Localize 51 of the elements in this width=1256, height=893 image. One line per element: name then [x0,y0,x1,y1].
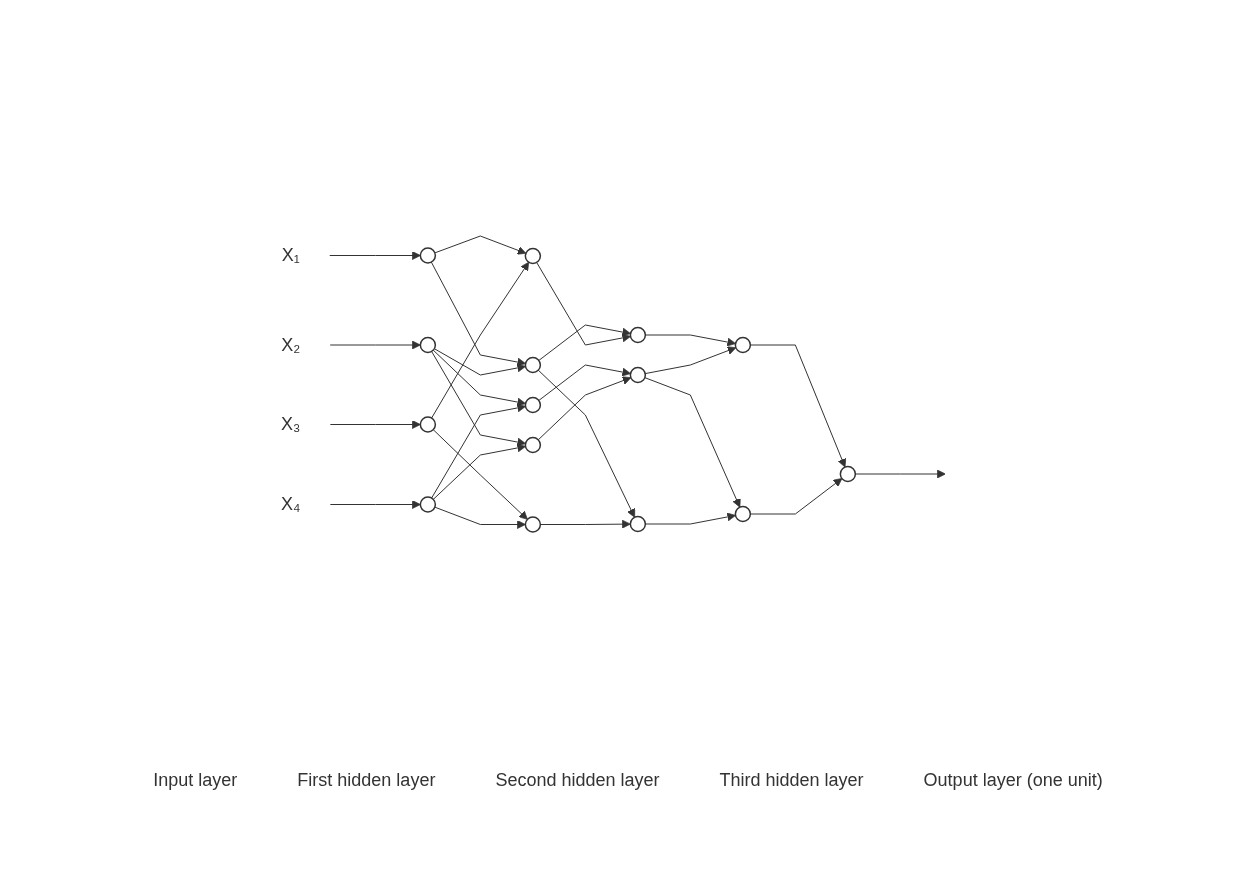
arrow [329,500,421,509]
node-circle [524,436,541,454]
layer-label: Second hidden layer [495,770,660,791]
layer-label: First hidden layer [297,770,436,791]
node-circle [524,516,541,533]
arrow [329,251,421,260]
node-circle [419,247,436,264]
arrow [430,351,526,447]
arrow [749,478,843,515]
node-text: X₁ [281,245,300,265]
node-circle [734,336,751,354]
layer-label: Input layer [153,770,238,791]
node-circle [629,366,646,384]
arrow [644,346,737,375]
node-circle [629,515,646,533]
arrow [434,235,527,255]
arrow [434,506,526,529]
arrow [430,403,526,499]
arrow [644,377,741,508]
arrow [854,469,946,479]
node-circle [419,496,436,513]
node-circle [524,396,541,414]
node-text: X₃ [280,414,301,434]
arrow [538,324,631,361]
arrow [433,348,526,376]
node-circle [524,247,541,265]
arrow [644,512,736,525]
node-circle [734,505,751,523]
arrow [539,519,631,529]
node-circle [419,336,436,354]
arrow [432,429,528,520]
arrow [749,344,846,468]
layer-label: Third hidden layer [719,770,864,791]
arrow [644,334,736,347]
arrow [430,261,526,367]
arrow [432,349,526,407]
arrow [430,261,529,419]
arrow [537,369,635,518]
node-circle [419,416,436,433]
arrow [536,261,631,346]
arrow [329,420,421,429]
node-circle [524,356,541,374]
node-circle [839,465,856,483]
arrow [329,340,421,350]
arrow [432,443,526,500]
arrow [538,364,631,401]
node-text: X₄ [280,494,301,514]
arrow [537,376,632,441]
layer-label: Output layer (one unit) [923,770,1103,791]
node-circle [629,326,646,344]
node-text: X₂ [280,334,300,355]
